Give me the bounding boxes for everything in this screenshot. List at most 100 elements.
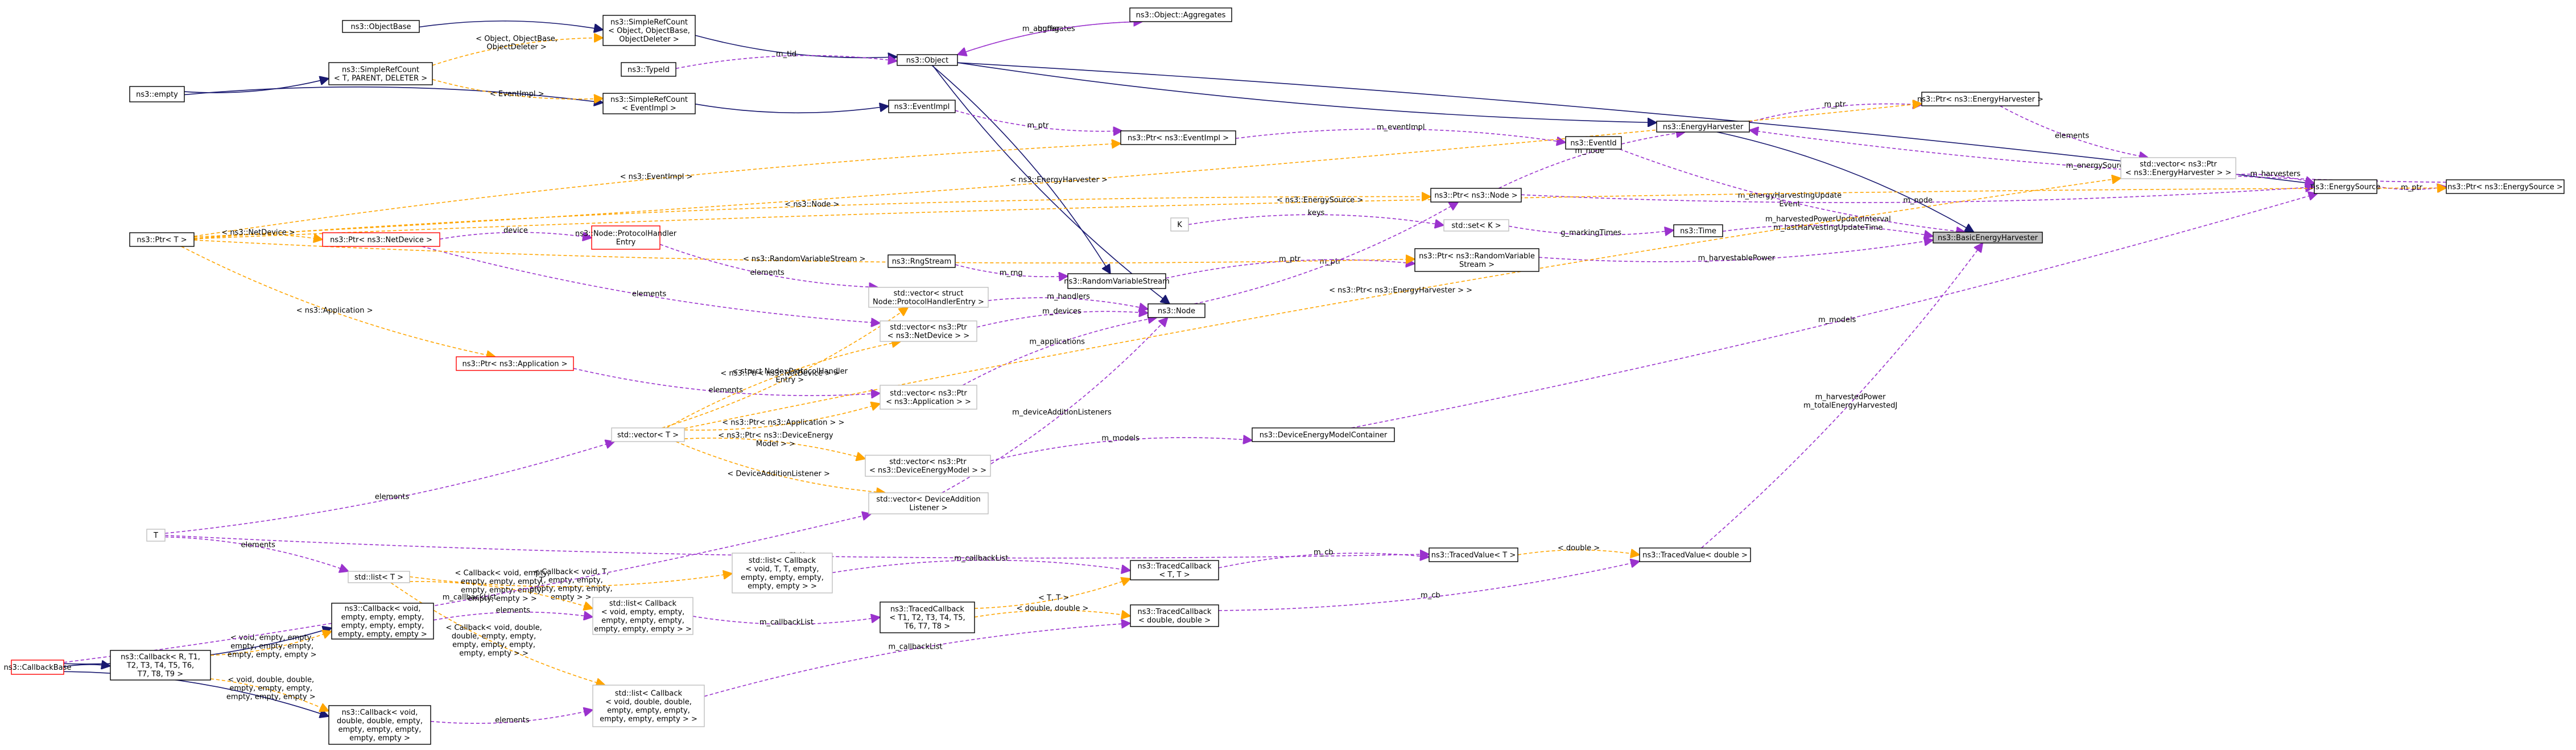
class-box[interactable] bbox=[328, 705, 431, 745]
class-box[interactable] bbox=[602, 15, 696, 46]
class-node-vecPtrApp[interactable]: std::vector< ns3::Ptr< ns3::Application … bbox=[880, 385, 977, 410]
class-box[interactable] bbox=[1129, 7, 1232, 22]
class-box[interactable] bbox=[887, 254, 956, 268]
class-node-cbDouble[interactable]: ns3::Callback< void,double, double, empt… bbox=[328, 705, 431, 745]
class-box[interactable] bbox=[331, 603, 434, 640]
class-box[interactable] bbox=[1120, 130, 1236, 145]
class-box[interactable] bbox=[602, 93, 696, 114]
class-node-cbVoid[interactable]: ns3::Callback< void,empty, empty, empty,… bbox=[331, 603, 434, 640]
class-node-tvT[interactable]: ns3::TracedValue< T > bbox=[1429, 547, 1518, 562]
class-node-srcT[interactable]: ns3::SimpleRefCount< T, PARENT, DELETER … bbox=[328, 62, 433, 85]
class-box[interactable] bbox=[1673, 224, 1723, 237]
class-box[interactable] bbox=[880, 385, 977, 410]
class-box[interactable] bbox=[732, 553, 833, 594]
class-box[interactable] bbox=[1414, 248, 1539, 272]
class-node-vecPtrEH[interactable]: std::vector< ns3::Ptr< ns3::EnergyHarves… bbox=[2120, 157, 2236, 179]
class-box[interactable] bbox=[1656, 121, 1750, 133]
class-box[interactable] bbox=[146, 529, 166, 542]
class-box[interactable] bbox=[1639, 547, 1751, 562]
class-box[interactable] bbox=[1170, 217, 1189, 232]
class-node-demc[interactable]: ns3::DeviceEnergyModelContainer bbox=[1252, 427, 1395, 442]
class-box[interactable] bbox=[1443, 219, 1509, 232]
class-node-cbGeneric[interactable]: ns3::Callback< R, T1,T2, T3, T4, T5, T6,… bbox=[110, 650, 211, 681]
class-node-node[interactable]: ns3::Node bbox=[1147, 303, 1206, 318]
class-box[interactable] bbox=[2120, 157, 2236, 179]
class-node-ptrES[interactable]: ns3::Ptr< ns3::EnergySource > bbox=[2446, 179, 2565, 194]
class-box[interactable] bbox=[888, 100, 956, 113]
class-node-typeId[interactable]: ns3::TypeId bbox=[621, 62, 676, 77]
class-node-tcDouble[interactable]: ns3::TracedCallback< double, double > bbox=[1130, 604, 1219, 627]
class-box[interactable] bbox=[868, 492, 989, 514]
class-node-energySource[interactable]: ns3::EnergySource bbox=[2311, 179, 2380, 194]
class-node-K[interactable]: K bbox=[1170, 217, 1189, 232]
class-node-energyHarvester[interactable]: ns3::EnergyHarvester bbox=[1656, 121, 1750, 133]
class-box[interactable] bbox=[456, 356, 574, 371]
class-node-vecPtrNetDev[interactable]: std::vector< ns3::Ptr< ns3::NetDevice > … bbox=[880, 320, 977, 342]
class-node-vecPtrDEM[interactable]: std::vector< ns3::Ptr< ns3::DeviceEnergy… bbox=[865, 455, 991, 477]
class-node-rngStream[interactable]: ns3::RngStream bbox=[887, 254, 956, 268]
class-box[interactable] bbox=[1565, 136, 1622, 150]
class-node-listT[interactable]: std::list< T > bbox=[348, 571, 410, 583]
class-node-ptrNode[interactable]: ns3::Ptr< ns3::Node > bbox=[1430, 188, 1522, 203]
class-box[interactable] bbox=[880, 320, 977, 342]
class-box[interactable] bbox=[1130, 560, 1219, 580]
class-box[interactable] bbox=[1921, 92, 2040, 106]
class-node-time[interactable]: ns3::Time bbox=[1673, 224, 1723, 237]
class-box[interactable] bbox=[621, 62, 676, 77]
class-node-srcObj[interactable]: ns3::SimpleRefCount< Object, ObjectBase,… bbox=[602, 15, 696, 46]
class-node-ptrApp[interactable]: ns3::Ptr< ns3::Application > bbox=[456, 356, 574, 371]
class-box[interactable] bbox=[322, 232, 440, 247]
class-node-vecT[interactable]: std::vector< T > bbox=[611, 427, 685, 442]
class-node-listCbVoid[interactable]: std::list< Callback< void, empty, empty,… bbox=[592, 597, 693, 635]
class-node-listCbDouble[interactable]: std::list< Callback< void, double, doubl… bbox=[592, 685, 705, 727]
class-box[interactable] bbox=[1430, 188, 1522, 203]
class-box[interactable] bbox=[1429, 547, 1518, 562]
class-box[interactable] bbox=[110, 650, 211, 681]
class-node-ptrEvImpl[interactable]: ns3::Ptr< ns3::EventImpl > bbox=[1120, 130, 1236, 145]
class-node-ptrNetDev[interactable]: ns3::Ptr< ns3::NetDevice > bbox=[322, 232, 440, 247]
class-node-empty[interactable]: ns3::empty bbox=[129, 86, 185, 102]
class-node-cbBase[interactable]: ns3::CallbackBase bbox=[4, 660, 72, 675]
class-node-object[interactable]: ns3::Object bbox=[897, 54, 958, 66]
class-node-ptrEH[interactable]: ns3::Ptr< ns3::EnergyHarvester > bbox=[1917, 92, 2044, 106]
class-node-T[interactable]: T bbox=[146, 529, 166, 542]
class-box[interactable] bbox=[1130, 604, 1219, 627]
class-box[interactable] bbox=[11, 660, 64, 675]
class-box[interactable] bbox=[591, 225, 660, 250]
class-node-rvs[interactable]: ns3::RandomVariableStream bbox=[1064, 273, 1170, 289]
class-box[interactable] bbox=[592, 597, 693, 635]
class-box[interactable] bbox=[129, 86, 185, 102]
class-node-srcEv[interactable]: ns3::SimpleRefCount< EventImpl > bbox=[602, 93, 696, 114]
class-box[interactable] bbox=[328, 62, 433, 85]
class-box[interactable] bbox=[592, 685, 705, 727]
class-node-setK[interactable]: std::set< K > bbox=[1443, 219, 1509, 232]
class-box[interactable] bbox=[348, 571, 410, 583]
class-box[interactable] bbox=[868, 287, 989, 308]
class-node-eventId[interactable]: ns3::EventId bbox=[1565, 136, 1622, 150]
class-box[interactable] bbox=[1147, 303, 1206, 318]
class-box[interactable] bbox=[865, 455, 991, 477]
class-box[interactable] bbox=[2314, 179, 2377, 194]
class-box[interactable] bbox=[1067, 273, 1166, 289]
class-box[interactable] bbox=[2446, 179, 2565, 194]
class-box[interactable] bbox=[129, 232, 195, 247]
class-box[interactable] bbox=[1252, 427, 1395, 442]
class-box[interactable] bbox=[1933, 232, 2043, 244]
class-box[interactable] bbox=[897, 54, 958, 66]
class-node-listCb1[interactable]: std::list< Callback< void, T, T, empty,e… bbox=[732, 553, 833, 594]
class-box[interactable] bbox=[611, 427, 685, 442]
class-node-objectBase[interactable]: ns3::ObjectBase bbox=[342, 20, 420, 33]
class-node-tvDouble[interactable]: ns3::TracedValue< double > bbox=[1639, 547, 1751, 562]
class-node-basic[interactable]: ns3::BasicEnergyHarvester bbox=[1933, 232, 2043, 244]
class-node-tcGeneric[interactable]: ns3::TracedCallback< T1, T2, T3, T4, T5,… bbox=[880, 601, 975, 633]
class-node-aggregates[interactable]: ns3::Object::Aggregates bbox=[1129, 7, 1232, 22]
class-box[interactable] bbox=[342, 20, 420, 33]
class-node-tcT[interactable]: ns3::TracedCallback< T, T > bbox=[1130, 560, 1219, 580]
class-node-eventImpl[interactable]: ns3::EventImpl bbox=[888, 100, 956, 113]
class-box[interactable] bbox=[880, 601, 975, 633]
class-node-ptrT[interactable]: ns3::Ptr< T > bbox=[129, 232, 195, 247]
